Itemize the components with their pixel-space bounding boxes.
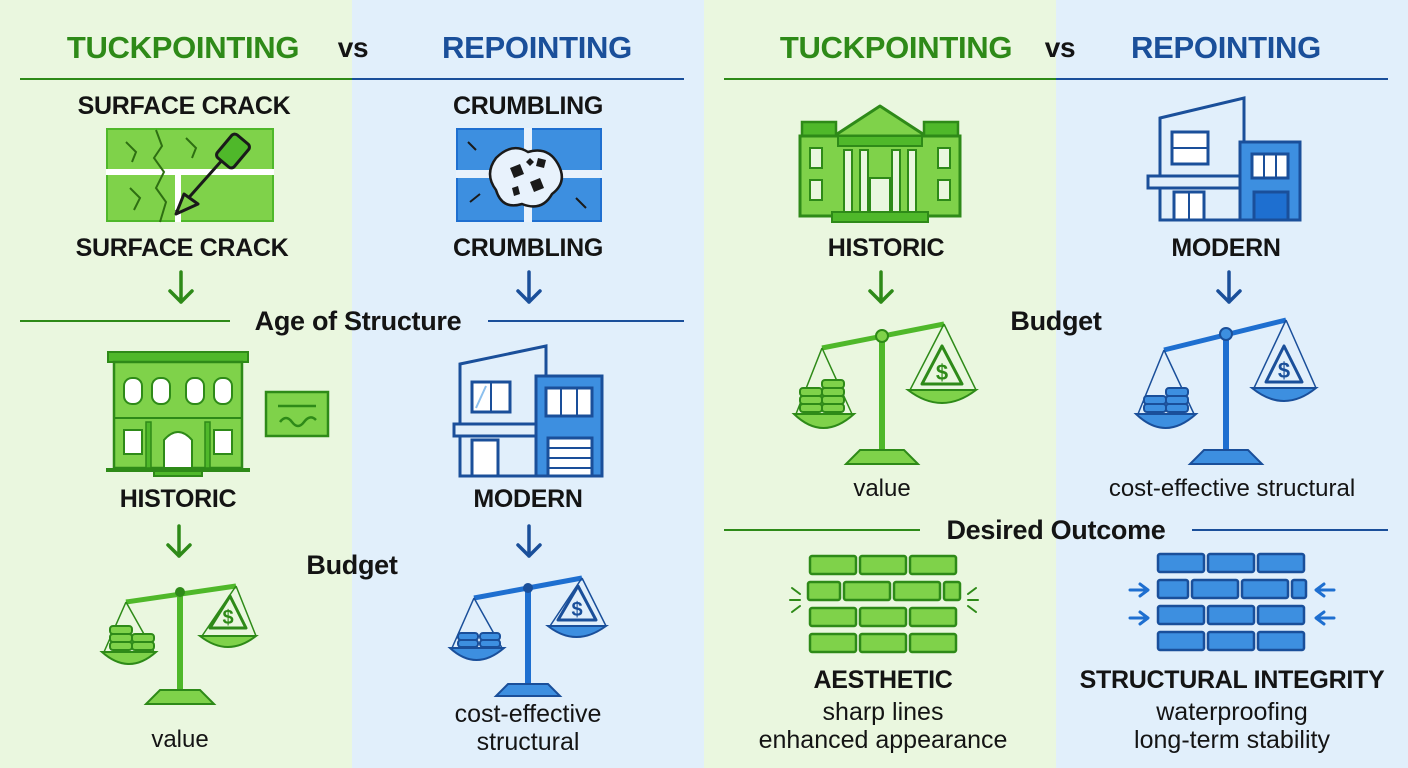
crumbling-top-label: CRUMBLING <box>452 92 604 120</box>
aesthetic-line-1: sharp lines <box>822 698 944 726</box>
right-header-vs: vs <box>1044 32 1076 63</box>
crumbling-tile-icon <box>456 128 602 222</box>
balance-scale-icon: $ <box>791 321 979 465</box>
structural-line-1: waterproofing <box>1156 698 1308 726</box>
crack-mid-label: SURFACE CRACK <box>75 234 289 262</box>
age-section-line-right <box>488 320 684 322</box>
left-cost-effective-label: cost-effective <box>454 700 602 728</box>
desired-outcome-title: Desired Outcome <box>946 515 1166 545</box>
left-header-repointing: REPOINTING <box>442 30 632 65</box>
balance-scale-icon: $ <box>1133 317 1319 465</box>
right-header-divider <box>724 78 1388 80</box>
crack-tile-icon <box>106 128 274 223</box>
right-cost-effective-label: cost-effective structural <box>1108 475 1356 502</box>
left-value-label: value <box>151 726 209 753</box>
left-modern-label: MODERN <box>473 485 583 513</box>
left-structural-label: structural <box>476 728 580 756</box>
balance-scale-icon: $ <box>447 575 610 697</box>
brick-wall-icon <box>1128 552 1336 652</box>
structural-line-2: long-term stability <box>1134 726 1330 754</box>
certificate-icon <box>264 390 330 438</box>
arrow-down-icon <box>168 270 194 304</box>
right-budget-title: Budget <box>1010 306 1102 336</box>
crumbling-mid-label: CRUMBLING <box>452 234 604 262</box>
arrow-down-icon <box>166 524 192 558</box>
svg-text:$: $ <box>571 599 582 621</box>
arrow-down-icon <box>516 270 542 304</box>
modern-building-icon <box>452 344 604 478</box>
historic-building-icon <box>106 351 250 477</box>
structural-integrity-title: STRUCTURAL INTEGRITY <box>1079 666 1385 694</box>
age-section-line-left <box>20 320 230 322</box>
arrow-down-icon <box>516 524 542 558</box>
left-historic-label: HISTORIC <box>119 485 237 513</box>
left-header-tuckpointing: TUCKPOINTING <box>66 30 300 65</box>
right-value-label: value <box>853 475 911 502</box>
right-modern-label: MODERN <box>1171 234 1281 262</box>
crack-top-label: SURFACE CRACK <box>77 92 291 120</box>
modern-building-icon <box>1146 96 1302 222</box>
svg-text:$: $ <box>1278 358 1290 383</box>
right-header-tuckpointing: TUCKPOINTING <box>779 30 1013 65</box>
historic-building-icon <box>798 104 962 223</box>
aesthetic-line-2: enhanced appearance <box>758 726 1008 754</box>
right-historic-label: HISTORIC <box>827 234 945 262</box>
arrow-down-icon <box>868 270 894 304</box>
brick-wall-icon <box>789 554 979 654</box>
age-of-structure-title: Age of Structure <box>254 306 462 336</box>
outcome-section-line-left <box>724 529 920 531</box>
svg-text:$: $ <box>222 607 233 629</box>
balance-scale-icon: $ <box>99 583 259 705</box>
left-header-divider <box>20 78 684 80</box>
outcome-section-line-right <box>1192 529 1388 531</box>
left-budget-title: Budget <box>306 550 398 580</box>
right-header-repointing: REPOINTING <box>1131 30 1321 65</box>
left-header-vs: vs <box>337 32 369 63</box>
svg-text:$: $ <box>936 360 948 385</box>
aesthetic-title: AESTHETIC <box>813 666 953 694</box>
arrow-down-icon <box>1216 270 1242 304</box>
